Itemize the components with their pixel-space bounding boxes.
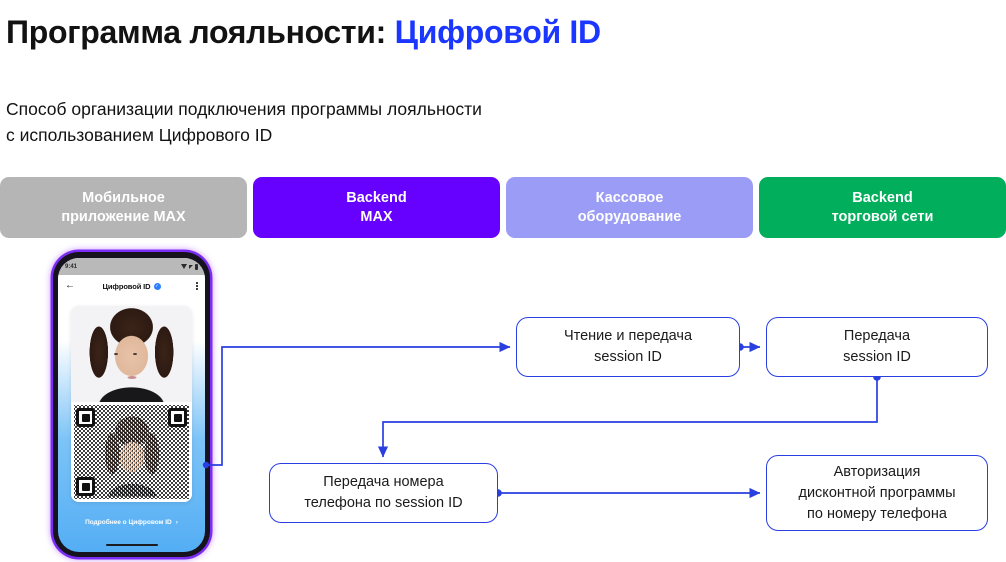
portrait-detail	[133, 353, 137, 355]
flow-node-label: Чтение и передача session ID	[563, 328, 693, 365]
lane-label: Backend торговой сети	[831, 189, 934, 225]
more-about-digital-id-label: Подробнее о Цифровом ID	[85, 519, 172, 526]
signal-icon	[189, 264, 193, 269]
qr-code	[71, 402, 192, 502]
qr-finder-icon	[168, 408, 187, 427]
wifi-icon	[181, 264, 187, 269]
flow-node-transmit-phone-number[interactable]: Передача номера телефона по session ID	[269, 463, 498, 523]
page-subtitle: Способ организации подключения программы…	[6, 99, 482, 145]
portrait-detail	[114, 353, 118, 355]
battery-icon	[195, 263, 198, 270]
phone-app-bar: ← Цифровой ID ✓	[58, 275, 205, 297]
lane-header-retail-backend: Backend торговой сети	[759, 177, 1006, 238]
edge-n2-to-n3	[377, 377, 878, 458]
qr-embedded-portrait	[98, 410, 165, 497]
lane-header-backend-max: Backend MAX	[253, 177, 500, 238]
back-arrow-icon[interactable]: ←	[65, 280, 75, 291]
lane-label: Кассовое оборудование	[577, 189, 682, 225]
qr-finder-icon	[76, 477, 95, 496]
phone-screen: 9:41 ← Цифровой ID ✓	[58, 258, 205, 552]
page-title-accent: Цифровой ID	[394, 14, 602, 50]
status-icons	[181, 263, 198, 270]
page-title-main: Программа лояльности:	[6, 14, 387, 50]
page-title: Программа лояльности: Цифровой ID	[6, 14, 601, 51]
phone-status-bar: 9:41	[58, 258, 205, 275]
app-title: Цифровой ID	[102, 281, 151, 291]
lane-label: Мобильное приложение MAX	[61, 189, 186, 225]
phone-mockup: 9:41 ← Цифровой ID ✓	[53, 252, 210, 557]
qr-finder-icon	[76, 408, 95, 427]
status-time: 9:41	[65, 263, 78, 270]
phone-footer: Подробнее о Цифровом ID ›	[58, 512, 205, 552]
lane-header-pos-equipment: Кассовое оборудование	[506, 177, 753, 238]
verified-badge-icon: ✓	[153, 282, 161, 290]
swimlane-headers: Мобильное приложение MAX Backend MAX Кас…	[0, 177, 1006, 238]
lane-label: Backend MAX	[346, 189, 407, 225]
digital-id-card	[71, 306, 192, 502]
portrait-photo	[71, 306, 192, 402]
kebab-menu-icon[interactable]	[196, 282, 198, 290]
edge-phone-to-n1	[206, 341, 511, 466]
flow-node-authorize-discount-program[interactable]: Авторизация дисконтной программы по номе…	[766, 455, 988, 531]
flow-node-label: Авторизация дисконтной программы по номе…	[798, 463, 956, 522]
portrait-detail	[127, 376, 136, 379]
lane-header-mobile-app: Мобильное приложение MAX	[0, 177, 247, 238]
app-title-group: Цифровой ID ✓	[58, 282, 205, 291]
flow-node-transmit-session-id[interactable]: Передача session ID	[766, 317, 988, 377]
flow-node-label: Передача номера телефона по session ID	[304, 474, 463, 511]
flow-node-label: Передача session ID	[843, 328, 911, 365]
flow-node-read-transmit-session-id[interactable]: Чтение и передача session ID	[516, 317, 740, 377]
chevron-right-icon: ›	[175, 519, 178, 526]
home-indicator	[105, 543, 158, 546]
more-about-digital-id-link[interactable]: Подробнее о Цифровом ID ›	[85, 519, 178, 526]
